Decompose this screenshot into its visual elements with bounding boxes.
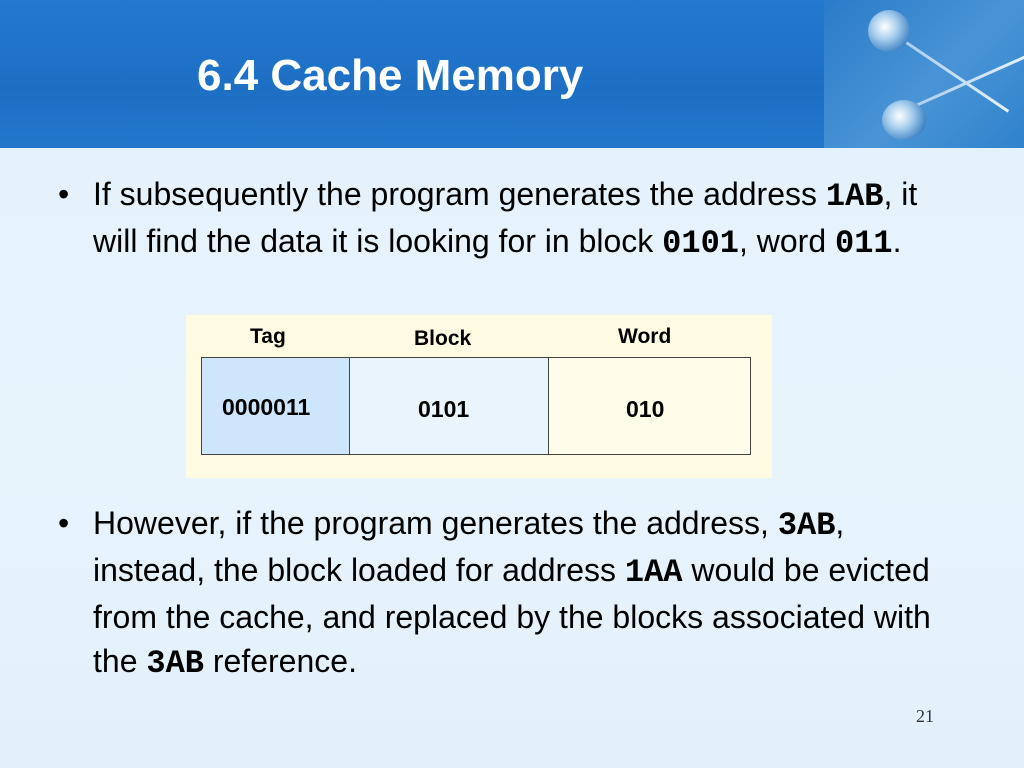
bullet-point: • If subsequently the program generates … — [58, 172, 958, 266]
address-format-diagram: Tag Block Word 0000011 0101 010 — [186, 315, 772, 478]
page-number: 21 — [916, 706, 934, 726]
bullet-text: However, if the program generates the ad… — [93, 501, 958, 686]
text-segment: would be evicted from the cache, and rep… — [93, 552, 931, 679]
block-label: Block — [414, 327, 472, 350]
pushpin-icon — [868, 10, 910, 52]
bullet-point: • However, if the program generates the … — [58, 501, 958, 686]
address-code: 1AB — [825, 178, 884, 215]
word-label: Word — [618, 325, 672, 348]
bullet-text: If subsequently the program generates th… — [93, 172, 958, 266]
block-field: 0101 — [349, 358, 548, 454]
block-code: 0101 — [662, 225, 739, 262]
address-code: 3AB — [777, 507, 836, 544]
tag-field: 0000011 — [202, 358, 349, 454]
word-value: 010 — [626, 396, 665, 422]
slide-title: 6.4 Cache Memory — [197, 51, 584, 100]
word-field: 010 — [548, 358, 750, 454]
pushpin-icon — [882, 100, 926, 140]
block-value: 0101 — [418, 396, 470, 422]
text-segment: , word — [738, 223, 836, 259]
word-code: 011 — [835, 225, 893, 262]
address-code: 3AB — [146, 645, 204, 682]
text-segment: reference. — [203, 643, 357, 679]
address-fields: 0000011 0101 010 — [201, 357, 751, 455]
bullet-marker: • — [58, 505, 70, 541]
bullet-marker: • — [58, 176, 70, 212]
text-segment: , it will find the data it is looking fo… — [93, 176, 918, 259]
tag-label: Tag — [250, 325, 286, 348]
pushpin-photo — [824, 0, 1024, 148]
address-code: 1AA — [624, 554, 683, 591]
text-segment: However, if the program generates the ad… — [93, 505, 778, 541]
text-segment: . — [892, 223, 902, 259]
tag-value: 0000011 — [222, 394, 311, 420]
text-segment: , instead, the block loaded for address — [93, 505, 845, 588]
text-segment: If subsequently the program generates th… — [93, 176, 826, 212]
title-bar: 6.4 Cache Memory — [0, 0, 1024, 148]
